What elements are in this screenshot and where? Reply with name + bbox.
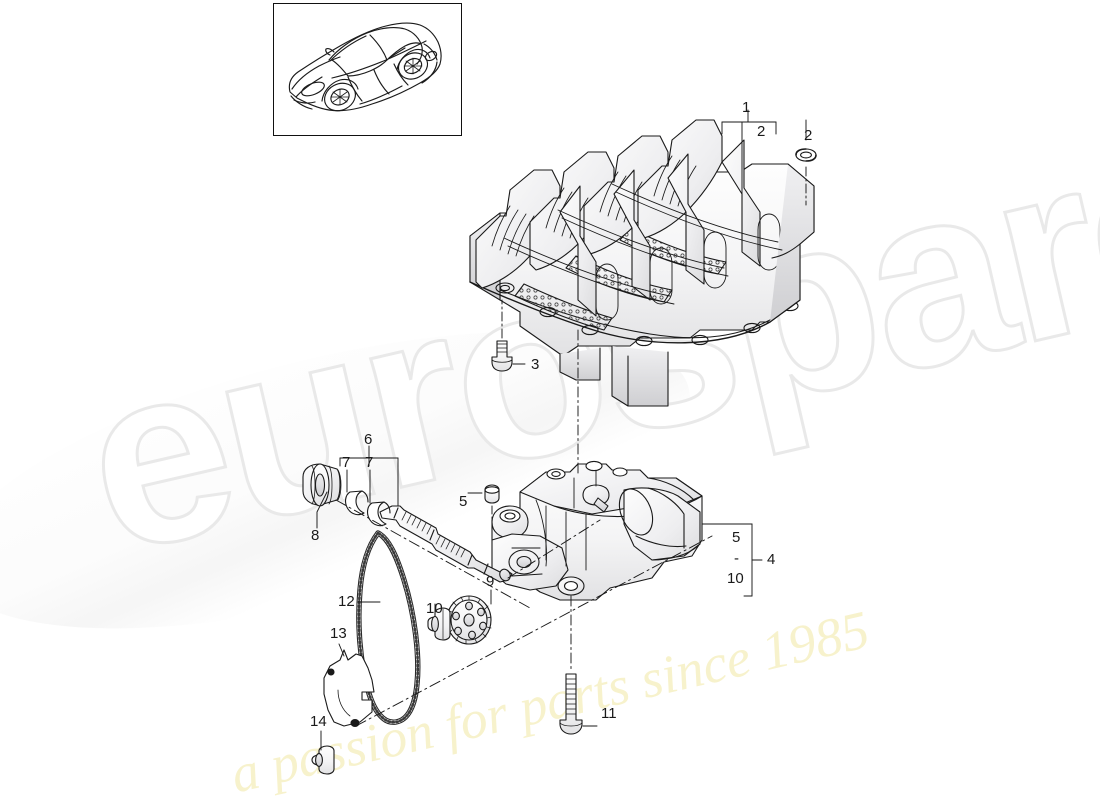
chain-guide-cover-13: [323, 649, 375, 727]
pump-mounting-bolt-11: [559, 673, 583, 735]
shaft-bushing-8: [302, 463, 342, 507]
callout-1: 1: [742, 99, 751, 116]
callout-4: 4: [767, 551, 776, 568]
callout-9: 9: [486, 573, 495, 590]
porsche-panamera-line-drawing: [288, 22, 442, 112]
callout-8: 8: [311, 527, 320, 544]
baffle-bolt-3: [491, 340, 513, 372]
pump-plug-5: [484, 484, 500, 504]
callout-12: 12: [338, 593, 355, 610]
callout-range-dash: -: [734, 550, 739, 567]
callout-3: 3: [531, 356, 540, 373]
callout-10-range-end: 10: [727, 570, 744, 587]
callout-7-a: 7: [342, 454, 351, 471]
oil-baffle-assembly: [469, 119, 815, 407]
cover-bolt-14: [311, 745, 335, 775]
chain-sprocket-9: [446, 595, 492, 645]
callout-14: 14: [310, 713, 327, 730]
callout-11: 11: [601, 705, 617, 722]
callout-2-seal: 2: [804, 127, 813, 144]
callout-13: 13: [330, 625, 347, 642]
callout-10: 10: [426, 600, 443, 617]
vehicle-thumbnail: [273, 3, 462, 136]
callout-5-plug: 5: [459, 493, 468, 510]
callout-5-range-start: 5: [732, 529, 741, 546]
sealing-ring-2: [795, 148, 817, 162]
oil-pump-assembly: [491, 460, 703, 601]
callout-7-b: 7: [365, 454, 374, 471]
callout-2-bracket: 2: [757, 123, 766, 140]
drive-chain-12: [356, 530, 421, 725]
callout-6: 6: [364, 431, 373, 448]
